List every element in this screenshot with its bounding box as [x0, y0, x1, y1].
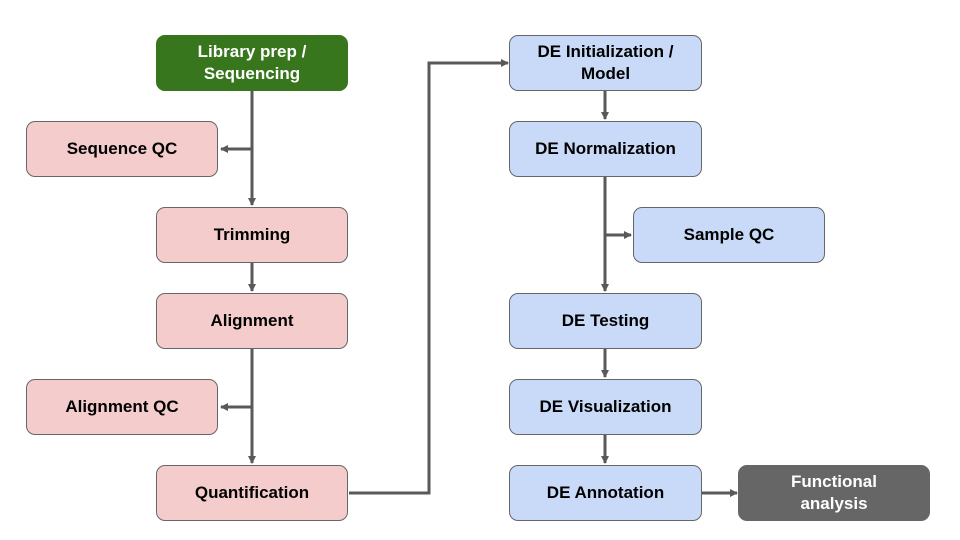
node-de-visualization[interactable]: DE Visualization [509, 379, 702, 435]
node-sequence-qc[interactable]: Sequence QC [26, 121, 218, 177]
node-sample-qc[interactable]: Sample QC [633, 207, 825, 263]
node-de-initialization-model[interactable]: DE Initialization / Model [509, 35, 702, 91]
node-de-normalization[interactable]: DE Normalization [509, 121, 702, 177]
node-quantification[interactable]: Quantification [156, 465, 348, 521]
node-functional-analysis[interactable]: Functional analysis [738, 465, 930, 521]
edge-quantification-to-de-init [349, 59, 509, 495]
node-de-testing[interactable]: DE Testing [509, 293, 702, 349]
node-de-annotation[interactable]: DE Annotation [509, 465, 702, 521]
node-alignment-qc[interactable]: Alignment QC [26, 379, 218, 435]
node-library-prep-sequencing[interactable]: Library prep / Sequencing [156, 35, 348, 91]
node-trimming[interactable]: Trimming [156, 207, 348, 263]
node-alignment[interactable]: Alignment [156, 293, 348, 349]
